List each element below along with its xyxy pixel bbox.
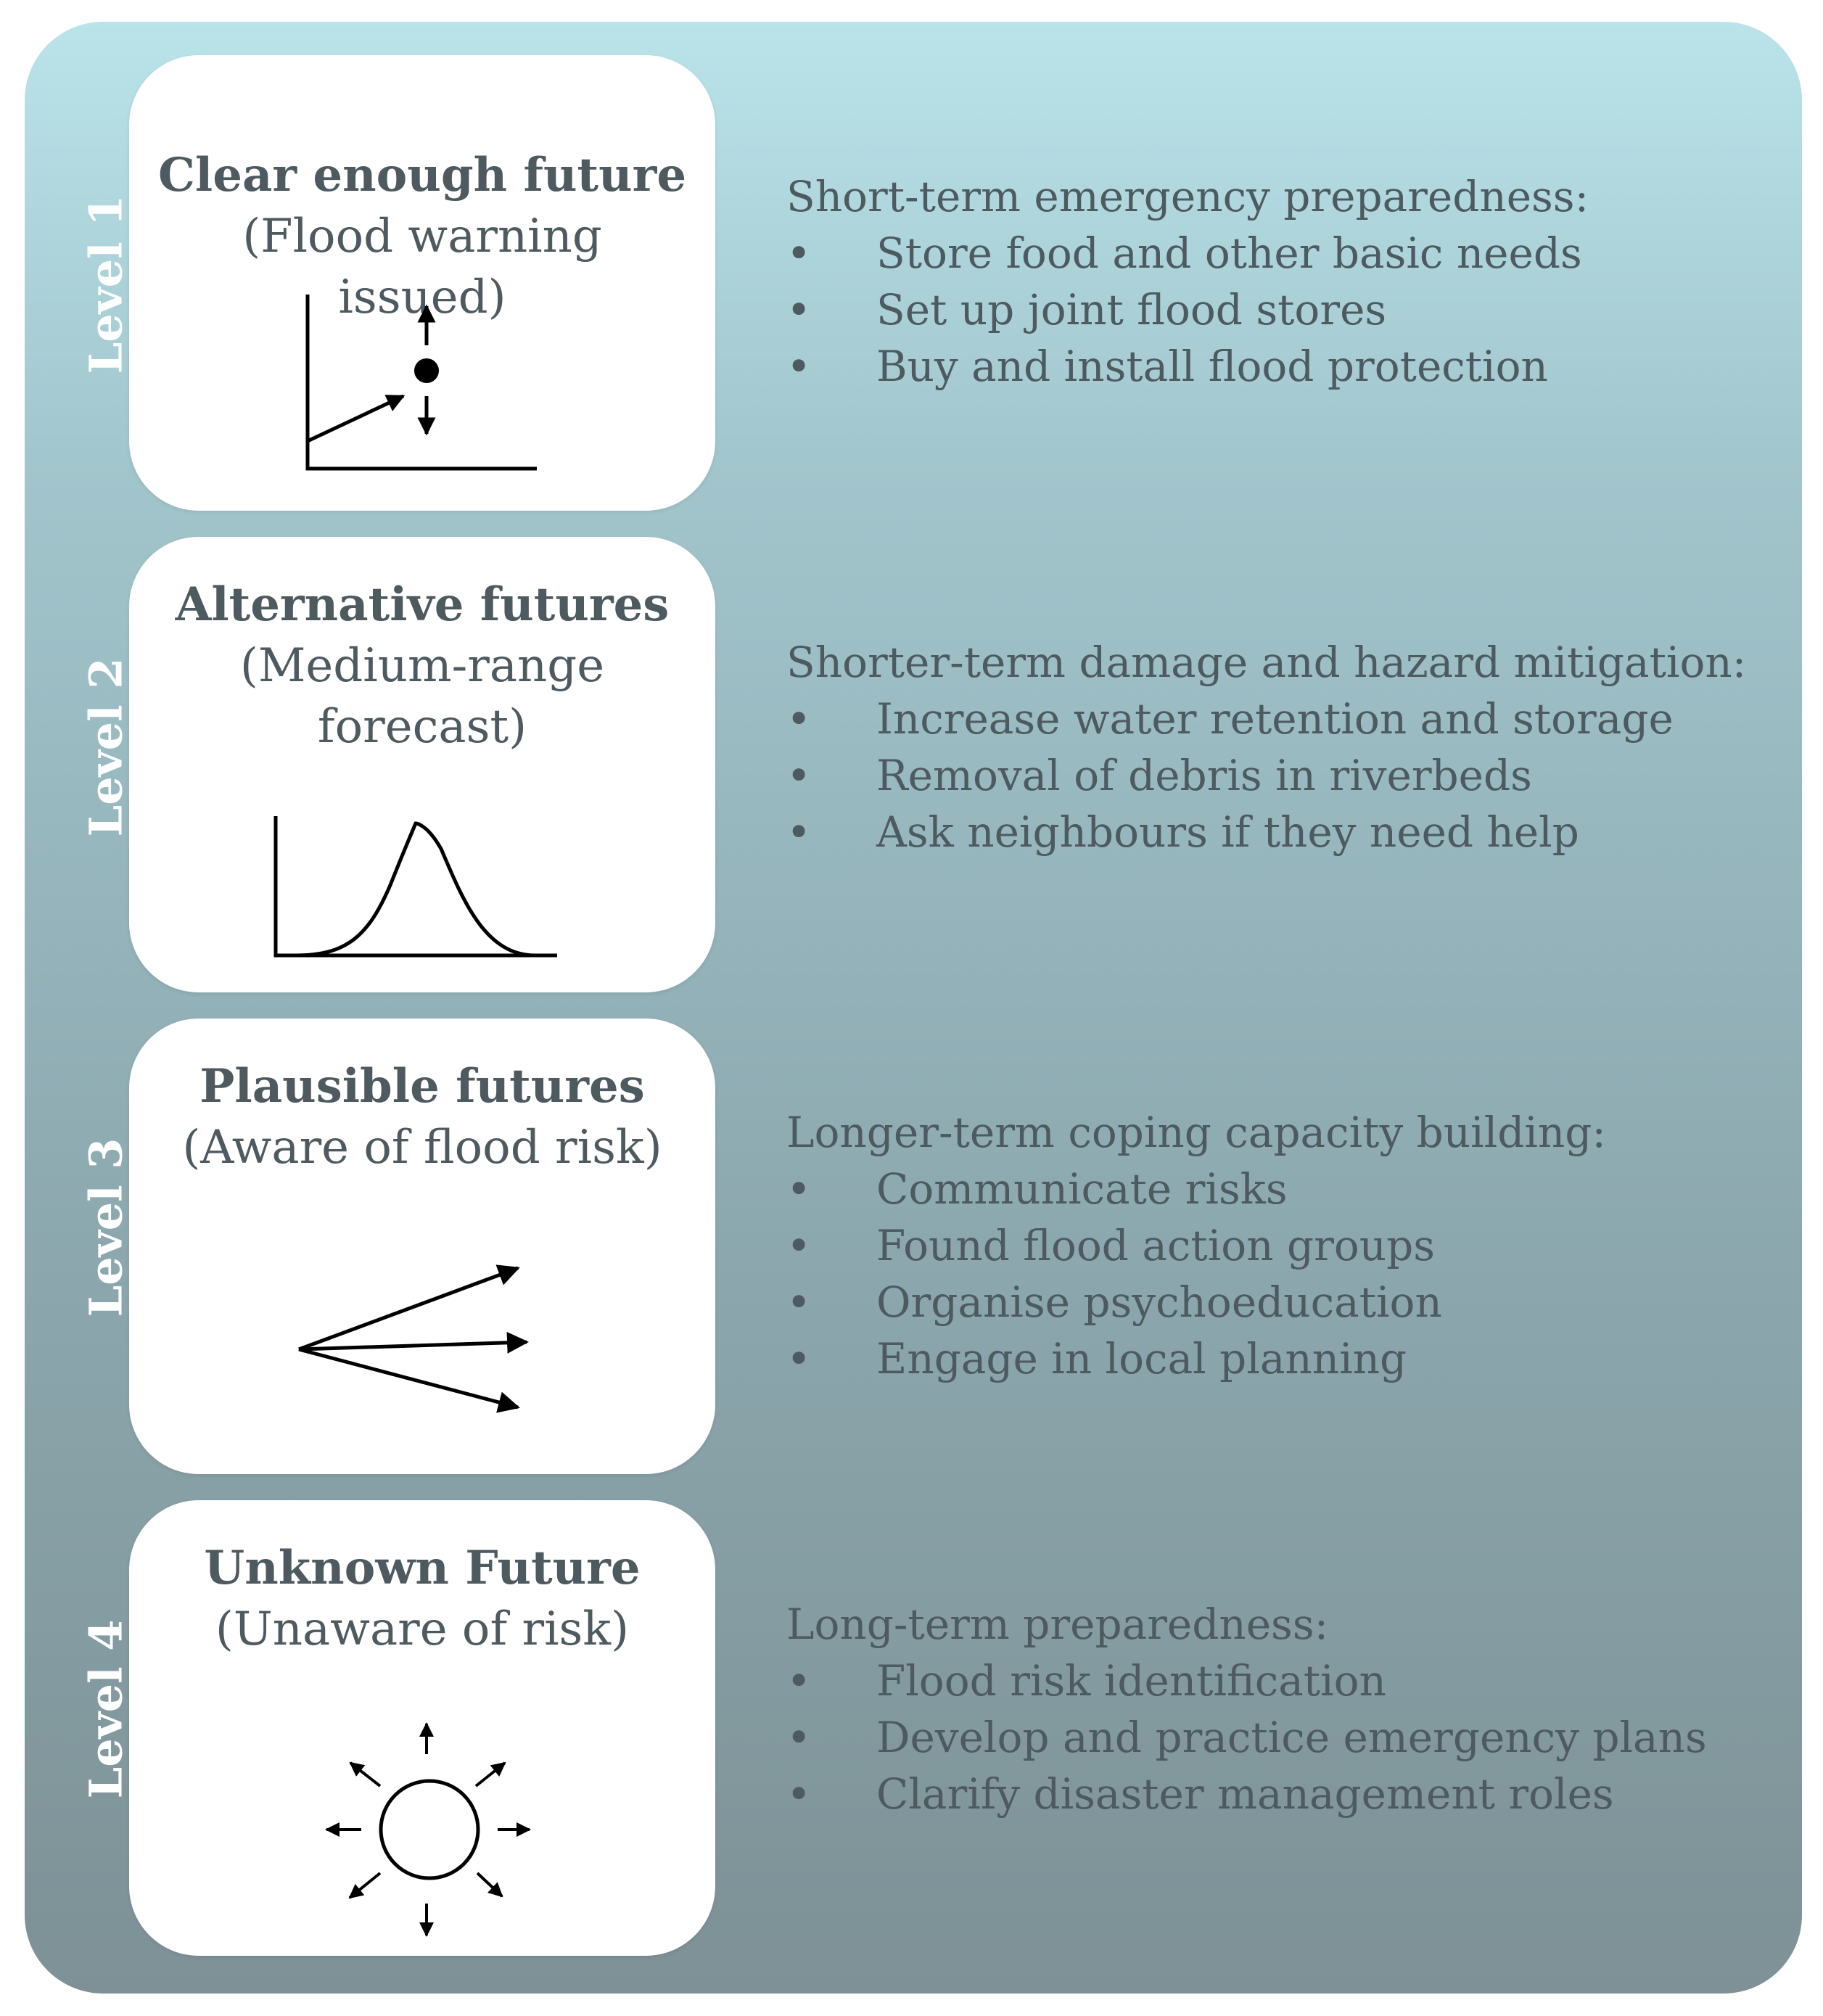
list-item: Found flood action groups: [786, 1217, 1787, 1274]
list-item: Buy and install flood protection: [786, 338, 1787, 395]
level-1-subtitle: (Flood warning issued): [242, 210, 602, 324]
level-3-subtitle: (Aware of flood risk): [182, 1121, 662, 1174]
list-item: Removal of debris in riverbeds: [786, 747, 1787, 804]
level-4-actions: Long-term preparedness: Flood risk ident…: [786, 1596, 1787, 1822]
list-item: Set up joint flood stores: [786, 281, 1787, 338]
level-3-label-text: Level 3: [79, 1137, 133, 1317]
level-3-actions-heading: Longer-term coping capacity building:: [786, 1108, 1606, 1157]
level-1-actions-heading: Short-term emergency preparedness:: [786, 172, 1589, 221]
list-item: Develop and practice emergency plans: [786, 1709, 1787, 1766]
level-1-title: Clear enough future: [157, 148, 687, 202]
level-3-title: Plausible futures: [199, 1059, 645, 1114]
list-item: Communicate risks: [786, 1161, 1787, 1217]
radiating-arrows-icon: [325, 1722, 531, 1937]
trend-with-uncertainty-icon: [305, 295, 537, 471]
level-3-actions: Longer-term coping capacity building: Co…: [786, 1104, 1787, 1387]
list-item: Flood risk identification: [786, 1653, 1787, 1709]
level-2-subtitle: (Medium-range forecast): [239, 639, 605, 754]
level-2-actions-heading: Shorter-term damage and hazard mitigatio…: [786, 638, 1747, 687]
level-1-card: Clear enough future (Flood warning issue…: [129, 55, 715, 511]
bell-curve-icon: [273, 816, 557, 958]
list-item: Organise psychoeducation: [786, 1274, 1787, 1330]
level-4-label-text: Level 4: [79, 1619, 133, 1799]
level-2-card: Alternative futures (Medium-range foreca…: [129, 537, 715, 992]
diverging-arrows-icon: [298, 1264, 529, 1413]
level-2-title: Alternative futures: [175, 577, 670, 632]
level-4-subtitle: (Unaware of risk): [215, 1602, 630, 1656]
level-4-card: Unknown Future (Unaware of risk): [129, 1500, 715, 1956]
level-4-title: Unknown Future: [204, 1541, 641, 1595]
list-item: Engage in local planning: [786, 1330, 1787, 1387]
list-item: Ask neighbours if they need help: [786, 804, 1787, 860]
level-2-actions: Shorter-term damage and hazard mitigatio…: [786, 634, 1787, 860]
list-item: Store food and other basic needs: [786, 225, 1787, 281]
level-4-actions-heading: Long-term preparedness:: [786, 1600, 1329, 1649]
level-1-label-text: Level 1: [79, 194, 133, 374]
list-item: Clarify disaster management roles: [786, 1766, 1787, 1822]
level-1-actions: Short-term emergency preparedness: Store…: [786, 168, 1787, 395]
list-item: Increase water retention and storage: [786, 691, 1787, 747]
level-3-card: Plausible futures (Aware of flood risk): [129, 1019, 715, 1474]
level-2-label-text: Level 2: [79, 657, 133, 837]
